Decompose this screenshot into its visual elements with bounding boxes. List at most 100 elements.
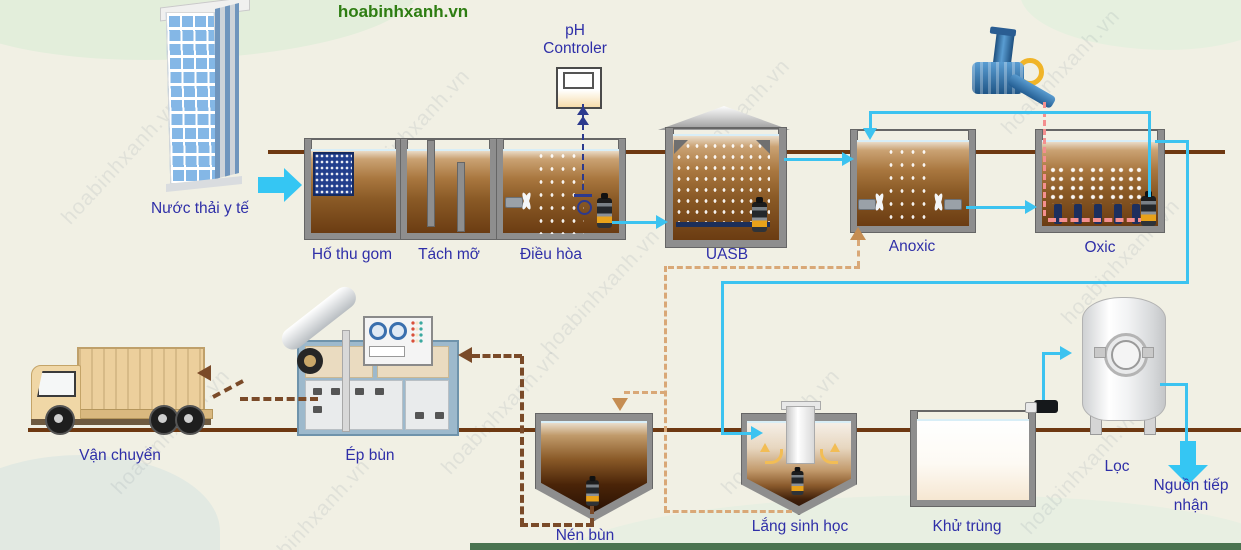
arrow-into-anoxic [842, 152, 854, 166]
truck-wheel [175, 405, 205, 435]
truck-chassis [31, 419, 211, 425]
sludge-recirc-header [668, 266, 860, 269]
ph-signal-arrow [577, 106, 589, 115]
press-button [435, 412, 444, 419]
pipe-into-filter [1042, 352, 1062, 355]
oxic-diffuser [1128, 166, 1144, 224]
sludge-line-vertical [664, 266, 667, 512]
outfall-label-2: nhận [1173, 497, 1209, 514]
brand-title: hoabinhxanh.vn [337, 2, 469, 21]
arrow-recycle-into-anoxic [863, 128, 877, 140]
pipe-anoxic-to-oxic [966, 206, 1027, 209]
recycle-header [871, 111, 1151, 114]
truck-windshield [37, 371, 76, 397]
arrow-into-truck [197, 365, 211, 381]
thick-sludge-riser [520, 356, 524, 526]
filter-feed-pump [1025, 400, 1058, 413]
thick-sludge-to-press [472, 354, 522, 358]
grease-trap-tank [401, 139, 496, 239]
recycle-riser [1148, 111, 1151, 197]
arrow-into-thickener [612, 398, 628, 411]
truck-cargo-box [77, 347, 205, 415]
ph-controller-display [563, 72, 594, 89]
clarifier-feedwell [786, 406, 815, 464]
filter-manhole [1111, 340, 1141, 370]
outfall-label-1: Nguồn tiếp [1153, 477, 1229, 494]
clarifier-flow-arrow-left [760, 443, 770, 452]
pipe-pump-riser [1042, 352, 1045, 400]
ph-controller-label-2: Controler [543, 40, 607, 57]
press-button [331, 388, 340, 395]
uasb-label: UASB [705, 246, 749, 263]
equalization-label: Điều hòa [519, 246, 583, 263]
pipe-uasb-to-anoxic [784, 158, 844, 161]
equalization-pump [597, 193, 612, 228]
clarifier-flow-arrow-right [830, 443, 840, 452]
ph-signal-line [582, 104, 584, 190]
press-label: Ép bùn [345, 447, 395, 464]
press-indicator-lights [411, 321, 425, 345]
bg-wave-bottom-right [560, 495, 1241, 550]
filter-lug [1094, 347, 1106, 358]
arrow-sludge-into-anoxic [850, 227, 866, 240]
filter-label: Lọc [1104, 458, 1130, 475]
disinfection-tank [911, 411, 1035, 506]
uasb-deflector-right [756, 140, 770, 154]
uasb-bottom-pipe [676, 222, 770, 227]
hospital-building [160, 0, 255, 195]
sludge-line-from-clarifier [664, 510, 792, 513]
press-button [375, 388, 384, 395]
arrow-into-press [458, 347, 472, 363]
effluent-long-run [721, 281, 1189, 284]
arrow-into-clarifier [751, 426, 763, 440]
press-button [355, 388, 364, 395]
collection-label: Hố thu gom [311, 246, 393, 263]
oxic-diffuser [1090, 166, 1106, 224]
press-pipe-vertical [342, 330, 350, 432]
transport-label: Vận chuyển [79, 447, 161, 464]
bar-screen [313, 152, 354, 196]
uasb-roof [658, 106, 790, 130]
oxic-pump [1141, 191, 1156, 226]
blower-stack-cap [989, 26, 1017, 37]
building-side-face [215, 3, 239, 179]
effluent-out-of-oxic [1155, 140, 1189, 143]
ph-probe-bar [574, 194, 592, 197]
uasb-pump [752, 197, 767, 232]
grease-trap-label: Tách mỡ [418, 246, 480, 263]
thick-sludge-bottom-run [520, 523, 594, 527]
equalization-mixer-motor [505, 197, 523, 208]
disinfection-water [917, 419, 1029, 500]
pipe-filter-out [1160, 383, 1188, 386]
grease-baffle-1 [428, 141, 434, 226]
anoxic-mixer-right-motor [944, 199, 962, 210]
uasb-deflector-left [674, 140, 688, 154]
thickener-label: Nén bùn [555, 527, 615, 544]
press-slot [369, 346, 405, 357]
source-label: Nước thải y tế [150, 200, 250, 217]
oxic-diffuser [1070, 166, 1086, 224]
clarifier-pump [791, 467, 804, 495]
effluent-into-clarifier [721, 432, 753, 435]
arrow-into-oxic [1025, 200, 1037, 214]
clarifier-flow-arc-right [820, 449, 838, 464]
grease-trap-water [407, 149, 490, 233]
watermark: hoabinhxanh.vn [537, 224, 665, 359]
anoxic-mixer-left-motor [858, 199, 876, 210]
sludge-press-machine [277, 282, 459, 436]
arrow-into-uasb [656, 215, 668, 229]
filter-vessel [1082, 297, 1166, 437]
truck-hub [54, 414, 63, 423]
press-roller-hub-center [304, 355, 316, 367]
bg-wave-bottom-left [0, 455, 220, 550]
press-panel [405, 380, 449, 430]
press-button [313, 388, 322, 395]
ph-signal-arrow [577, 116, 589, 125]
air-drop-line [1043, 102, 1046, 216]
equalization-bubbles [538, 152, 584, 234]
press-button [313, 406, 322, 413]
press-gauge [369, 322, 387, 340]
truck-hub [184, 414, 193, 423]
arrow-into-filter [1060, 346, 1072, 360]
